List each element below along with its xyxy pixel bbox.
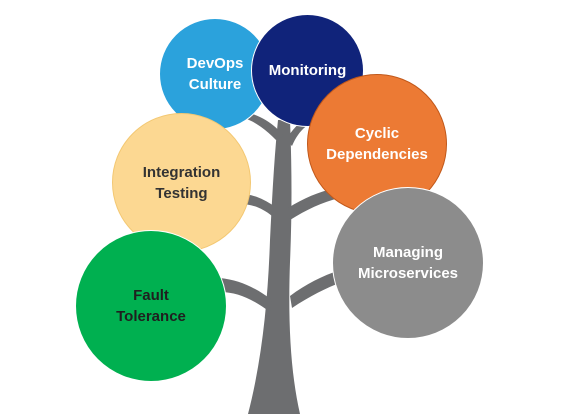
node-label: Integration Testing	[142, 163, 221, 202]
branch-top-left	[244, 112, 284, 140]
node-managing-microservices: Managing Microservices	[332, 187, 484, 339]
node-label: Monitoring	[268, 62, 347, 79]
node-label: Cyclic Dependencies	[326, 125, 428, 163]
branch-right-upper	[288, 188, 340, 220]
node-label: Fault Tolerance	[116, 287, 186, 325]
node-label: DevOps Culture	[186, 55, 244, 93]
node-integration-testing: Integration Testing	[112, 113, 251, 252]
branch-right-lower	[290, 270, 342, 308]
node-fault-tolerance: Fault Tolerance	[75, 230, 227, 382]
node-devops-culture: DevOps Culture	[159, 18, 271, 130]
branch-left-lower	[220, 278, 272, 312]
tree-trunk	[248, 120, 300, 414]
node-label: Managing Microservices	[357, 244, 459, 282]
